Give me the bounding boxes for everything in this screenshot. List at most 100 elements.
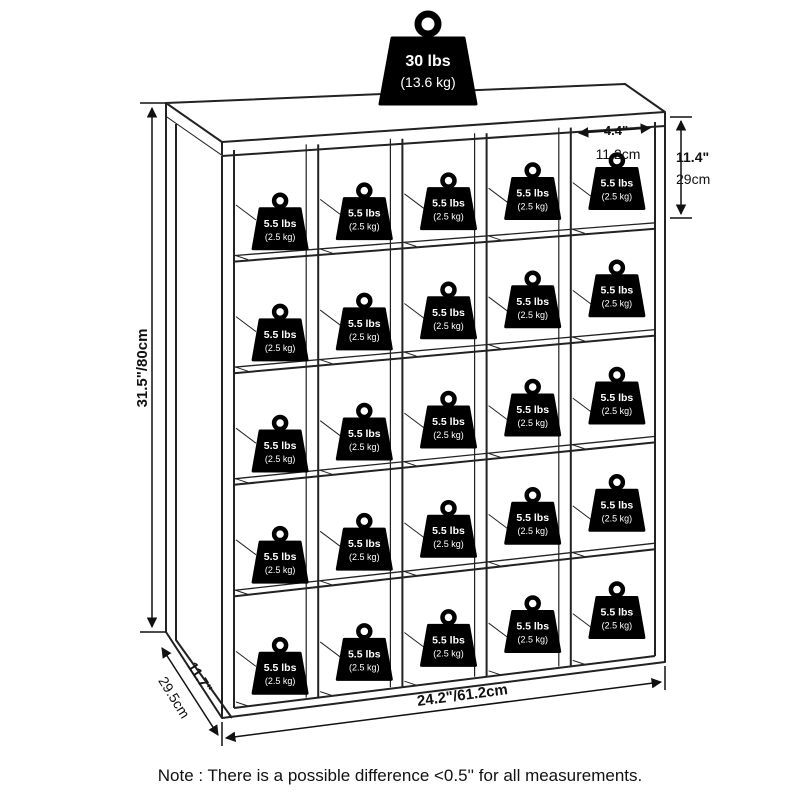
cube-weight-lbs: 5.5 lbs [264,551,297,563]
cube-weight-kg: (2.5 kg) [433,430,464,440]
cell-depth-line [488,405,509,422]
weight-handle [271,303,289,321]
cell-depth-line [319,530,341,547]
cube-weight-kg: (2.5 kg) [265,565,296,575]
weight-body [251,318,309,362]
weight-handle [356,292,373,310]
cube-weight-kg: (2.5 kg) [517,634,548,644]
cube-weight-kg: (2.5 kg) [349,332,380,342]
cell-depth-line [319,309,341,326]
shelf-line [233,441,656,486]
shelf-line [233,334,656,375]
cube-weight-lbs: 5.5 lbs [516,404,549,416]
cell-depth-line [235,651,257,667]
weight-body [504,285,562,329]
cell-depth-line [235,255,249,261]
cube-weight-lbs: 5.5 lbs [516,512,549,524]
weight-handle [271,192,289,210]
weight-body [420,405,477,449]
cube-weight-lbs: 5.5 lbs [516,188,549,200]
cell-depth-line [572,289,594,306]
cell-depth-line [404,461,417,467]
cabinet-frame [165,83,666,719]
cell-depth-line [404,680,417,686]
cube-weight-lbs: 5.5 lbs [601,392,634,404]
weight-handle [440,281,457,299]
weight-icon: 5.5 lbs(2.5 kg) [251,303,309,362]
weight-handle [271,636,289,654]
weight-body [504,393,562,437]
weight-icon: 5.5 lbs(2.5 kg) [335,292,393,351]
weight-icon: 5.5 lbs(2.5 kg) [420,390,477,449]
weight-body [588,488,646,532]
cube-weight-lbs: 5.5 lbs [348,208,381,220]
cell-depth-line [572,505,594,522]
weight-body [420,296,477,340]
cell-depth-line [320,248,333,254]
weight-icon: 5.5 lbs(2.5 kg) [504,270,562,329]
cube-weight-lbs: 5.5 lbs [601,177,634,189]
cube-weight-lbs: 5.5 lbs [348,428,381,440]
cell-depth-line [488,344,501,350]
weight-icon: 5.5 lbs(2.5 kg) [420,172,477,231]
weight-handle [608,259,626,276]
height-dimension: 31.5"/80cm [134,102,166,633]
cube-width-in: 4.4" [604,123,628,138]
weight-handle [356,182,373,199]
cube-weight-lbs: 5.5 lbs [264,218,297,230]
cube-weight-lbs: 5.5 lbs [348,538,381,550]
cell-depth-line [404,351,417,357]
weight-body [588,381,646,425]
weight-body [504,501,562,545]
cell-depth-line [235,539,257,556]
weight-body [588,274,646,318]
weight-icon: 5.5 lbs(2.5 kg) [504,162,562,221]
weight-icon: 5.5 lbs (2.5 kg) [335,402,393,461]
cell-depth-line [319,420,341,437]
weight-icon: 5.5 lbs(2.5 kg) [335,182,393,241]
weight-body [420,514,477,558]
weight-icon: 5.5 lbs (2.5 kg) [504,486,562,545]
weight-handle [440,609,457,626]
weight-body [251,429,309,473]
cube-weight-kg: (2.5 kg) [517,418,548,428]
cell-depth-line [404,193,425,210]
cube-weight-lbs: 5.5 lbs [348,648,381,660]
cube-weight-kg: (2.5 kg) [349,442,380,452]
weight-icon: 5.5 lbs(2.5 kg) [588,581,646,640]
weight-body [504,609,562,653]
cube-weight-kg: (2.5 kg) [602,513,633,523]
weight-handle [440,172,457,189]
weight-icon: 5.5 lbs(2.5 kg) [420,499,477,558]
cell-depth-line [488,187,509,204]
cell-depth-line [404,303,425,319]
cell-depth-line [572,228,585,234]
weight-body [251,540,309,584]
height-label: 31.5"/80cm [134,329,151,408]
cell-depth-line [404,412,425,429]
cell-depth-line [404,522,425,539]
cell-depth-line [488,513,509,530]
weight-handle [440,499,457,517]
cube-height-in: 11.4" [676,149,709,165]
weight-handle [524,595,541,612]
cube-weight-lbs: 5.5 lbs [601,285,634,297]
cube-weight-kg: (2.5 kg) [602,299,633,309]
cube-weight-kg: (2.5 kg) [517,526,548,536]
weight-handle [271,414,289,432]
cell-depth-line [320,469,333,475]
cell-depth-line [572,552,585,558]
weight-handle [524,270,541,288]
cube-weight-lbs: 5.5 lbs [432,634,465,646]
cell-depth-line [235,701,249,707]
weight-body [335,527,393,571]
weight-handle [356,623,373,640]
weight-icon: 5.5 lbs(2.5 kg) [251,636,309,695]
cube-weight-kg: (2.5 kg) [349,662,380,672]
total-weight-kg: (13.6 kg) [400,74,455,90]
weight-body [420,187,477,231]
cube-weight-lbs: 5.5 lbs [264,329,297,341]
weight-body [335,307,393,351]
weight-body [588,596,646,640]
